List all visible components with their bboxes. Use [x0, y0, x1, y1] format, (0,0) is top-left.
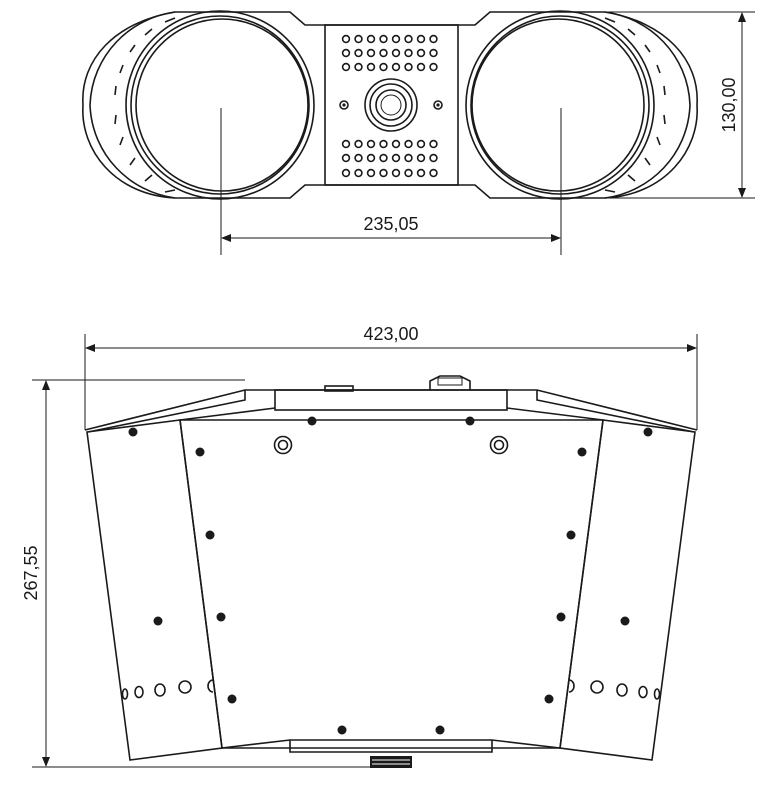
- right-speaker: [465, 10, 691, 200]
- top-view-body-outline: [82, 11, 698, 199]
- left-vent-slots: [114, 17, 176, 193]
- grille-hole: [354, 34, 363, 44]
- top-view: 235,05 130,00: [82, 10, 755, 255]
- grille-hole: [366, 139, 376, 149]
- grille-hole: [341, 62, 351, 72]
- grille-hole: [429, 48, 438, 58]
- grille-hole: [366, 153, 376, 163]
- grille-hole: [404, 62, 413, 72]
- grille-hole: [366, 62, 376, 72]
- grille-hole: [391, 168, 401, 178]
- upper-grille: [341, 34, 438, 72]
- top-height-label: 130,00: [719, 77, 739, 132]
- grille-hole: [379, 139, 388, 149]
- right-vent-slots: [604, 17, 666, 193]
- mount-knob: [429, 375, 471, 390]
- grille-hole: [416, 34, 426, 44]
- grille-hole: [429, 62, 438, 72]
- grille-hole: [379, 34, 388, 44]
- grille-hole: [429, 168, 438, 178]
- grille-hole: [354, 153, 363, 163]
- grille-hole: [379, 153, 388, 163]
- grille-hole: [366, 34, 376, 44]
- lower-grille: [341, 139, 438, 178]
- front-width-dimension: 423,00: [84, 324, 698, 430]
- grille-hole: [341, 168, 351, 178]
- top-height-dimension: 130,00: [605, 11, 755, 199]
- grille-hole: [341, 139, 351, 149]
- grille-hole: [416, 62, 426, 72]
- grille-hole: [366, 168, 376, 178]
- grille-hole: [429, 153, 438, 163]
- grille-hole: [354, 139, 363, 149]
- right-vent-holes: [568, 679, 661, 700]
- grille-hole: [391, 34, 401, 44]
- grille-hole: [391, 48, 401, 58]
- left-sensor: [339, 100, 349, 110]
- top-width-dimension: 235,05: [221, 214, 561, 242]
- bottom-base: [221, 739, 561, 768]
- body-screws: [195, 416, 587, 735]
- left-vent-holes: [121, 679, 214, 700]
- camera-lens-outer: [364, 78, 418, 132]
- grille-hole: [379, 48, 388, 58]
- grille-hole: [416, 48, 426, 58]
- grille-hole: [404, 34, 413, 44]
- grille-hole: [341, 153, 351, 163]
- center-panel: [324, 24, 459, 186]
- grille-hole: [366, 48, 376, 58]
- center-body: [179, 419, 604, 749]
- grille-hole: [341, 48, 351, 58]
- grille-hole: [354, 48, 363, 58]
- bottom-connector: [370, 756, 412, 768]
- grille-hole: [341, 34, 351, 44]
- front-view: 423,00 267,55: [21, 324, 698, 768]
- top-bracket: [84, 375, 698, 433]
- grille-hole: [416, 139, 426, 149]
- grille-hole: [391, 62, 401, 72]
- left-speaker: [89, 10, 315, 200]
- front-width-label: 423,00: [363, 324, 418, 344]
- panel-screws: [128, 427, 653, 626]
- grille-hole: [391, 139, 401, 149]
- front-height-label: 267,55: [21, 545, 41, 600]
- grille-hole: [404, 153, 413, 163]
- grille-hole: [404, 139, 413, 149]
- right-sensor: [433, 100, 443, 110]
- top-width-label: 235,05: [363, 214, 418, 234]
- grille-hole: [429, 34, 438, 44]
- grille-hole: [416, 168, 426, 178]
- grille-hole: [391, 153, 401, 163]
- grille-hole: [354, 62, 363, 72]
- grille-hole: [354, 168, 363, 178]
- camera-lens-inner: [380, 94, 402, 116]
- grille-hole: [404, 48, 413, 58]
- grille-hole: [429, 139, 438, 149]
- grille-hole: [416, 153, 426, 163]
- grille-hole: [379, 62, 388, 72]
- grille-hole: [379, 168, 388, 178]
- mounting-holes: [273, 435, 509, 455]
- front-height-dimension: 267,55: [21, 379, 410, 768]
- grille-hole: [404, 168, 413, 178]
